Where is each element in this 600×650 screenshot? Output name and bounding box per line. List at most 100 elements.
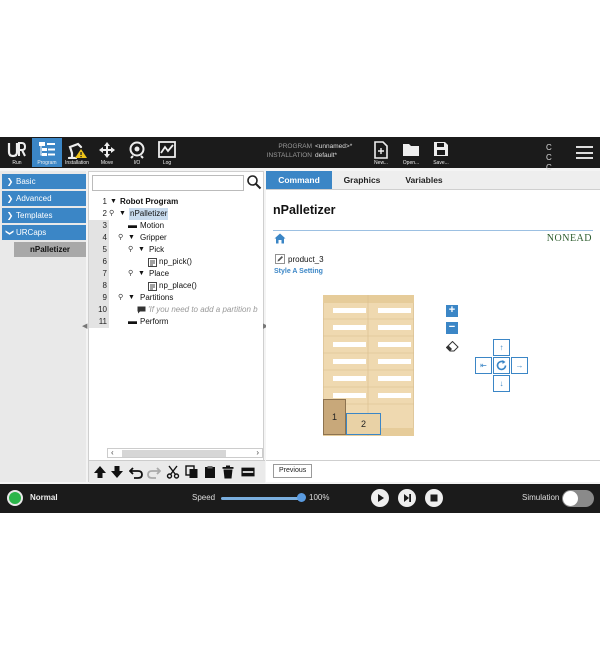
line-number: 9: [102, 293, 107, 302]
line-number: 2: [102, 209, 107, 218]
style-setting-link[interactable]: Style A Setting: [274, 268, 323, 275]
scroll-left-icon[interactable]: ‹: [111, 448, 114, 457]
line-icon: ▬: [128, 316, 137, 326]
sidebar-item-urcaps[interactable]: ❯ URCaps: [2, 225, 86, 240]
move-down-icon[interactable]: [110, 465, 124, 479]
sidebar-item-label: URCaps: [16, 228, 47, 237]
tree-row[interactable]: 4 ⚲ ▼ Gripper: [89, 232, 265, 244]
open-program-button[interactable]: Open...: [396, 138, 426, 167]
hamburger-menu-icon[interactable]: [576, 146, 593, 159]
program-icon: [39, 142, 55, 156]
expand-triangle-icon[interactable]: ▼: [138, 246, 145, 253]
tree-horizontal-scrollbar[interactable]: ‹ ›: [107, 448, 263, 458]
bottom-divider: [266, 460, 600, 461]
play-button[interactable]: [371, 489, 389, 507]
log-button[interactable]: Log: [152, 138, 182, 167]
home-icon[interactable]: [274, 233, 286, 244]
product-selector[interactable]: product_3: [275, 254, 324, 264]
io-button[interactable]: I/O: [122, 138, 152, 167]
add-box-button[interactable]: +: [446, 305, 458, 317]
tree-row[interactable]: 11 ▬ Perform: [89, 316, 265, 328]
tree-row[interactable]: 6 np_pick(): [89, 256, 265, 268]
sidebar-item-basic[interactable]: ❯ Basic: [2, 174, 86, 189]
run-button[interactable]: Run: [2, 138, 32, 167]
robot-arm-warning-icon: [67, 142, 87, 159]
page-title: nPalletizer: [273, 203, 336, 217]
expand-triangle-icon[interactable]: ▼: [128, 234, 135, 241]
redo-icon[interactable]: [147, 465, 161, 479]
pallet-view[interactable]: 1 2: [322, 294, 415, 437]
script-icon: [148, 258, 157, 267]
paste-icon[interactable]: [203, 465, 217, 479]
move-up-icon[interactable]: [93, 465, 107, 479]
scroll-right-icon[interactable]: ›: [256, 448, 259, 457]
pin-icon: ⚲: [109, 210, 115, 217]
box-2[interactable]: 2: [346, 413, 381, 435]
remove-box-button[interactable]: −: [446, 322, 458, 334]
chevron-right-icon: ❯: [6, 211, 14, 220]
expand-triangle-icon[interactable]: ▼: [119, 210, 126, 217]
sidebar-item-advanced[interactable]: ❯ Advanced: [2, 191, 86, 206]
status-indicator[interactable]: [7, 490, 23, 506]
tree-row[interactable]: 2 ⚲ ▼ nPalletizer: [89, 208, 265, 220]
expand-triangle-icon[interactable]: ▼: [138, 270, 145, 277]
save-disk-icon: [434, 142, 448, 156]
suppress-icon[interactable]: [241, 465, 255, 479]
rotate-button[interactable]: [493, 357, 510, 374]
sidebar-item-npalletizer[interactable]: nPalletizer: [14, 242, 86, 257]
tree-row[interactable]: 10 'If you need to add a partition b: [89, 304, 265, 316]
tree-row[interactable]: 3 ▬ Motion: [89, 220, 265, 232]
delete-trash-icon[interactable]: [221, 465, 235, 479]
search-icon[interactable]: [246, 174, 262, 190]
move-up-button[interactable]: ↑: [493, 339, 510, 356]
tree-row[interactable]: 7 ⚲ ▼ Place: [89, 268, 265, 280]
expand-triangle-icon[interactable]: ▼: [128, 294, 135, 301]
chevron-right-icon: ❯: [6, 194, 14, 203]
stop-button[interactable]: [425, 489, 443, 507]
move-down-button[interactable]: ↓: [493, 375, 510, 392]
script-icon: [148, 282, 157, 291]
box-1[interactable]: 1: [323, 399, 346, 435]
tab-variables[interactable]: Variables: [405, 175, 443, 185]
collapse-right-icon[interactable]: ▶: [263, 322, 268, 330]
tree-row[interactable]: 5 ⚲ ▼ Pick: [89, 244, 265, 256]
move-right-button[interactable]: →: [511, 357, 528, 374]
undo-icon[interactable]: [129, 465, 143, 479]
program-button[interactable]: Program: [32, 138, 62, 167]
speed-slider-handle[interactable]: [297, 493, 306, 502]
pencil-edit-icon[interactable]: [275, 254, 285, 264]
line-number: 3: [102, 221, 107, 230]
tree-toolbar: [89, 460, 265, 483]
previous-button[interactable]: Previous: [273, 464, 313, 478]
eraser-icon[interactable]: [446, 341, 459, 352]
installation-button[interactable]: Installation: [62, 138, 92, 167]
simulation-toggle[interactable]: [562, 490, 594, 507]
cut-icon[interactable]: [166, 465, 180, 479]
new-program-button[interactable]: New...: [366, 138, 396, 167]
move-left-button[interactable]: ⇤: [475, 357, 492, 374]
move-button[interactable]: Move: [92, 138, 122, 167]
robot-status-text: Normal: [30, 493, 58, 502]
save-program-button[interactable]: Save...: [426, 138, 456, 167]
speed-value: 100%: [309, 493, 330, 502]
tab-graphics[interactable]: Graphics: [343, 175, 381, 185]
tree-row[interactable]: 8 np_place(): [89, 280, 265, 292]
tree-row[interactable]: 9 ⚲ ▼ Partitions: [89, 292, 265, 304]
speed-slider[interactable]: [221, 497, 301, 500]
node-editor-panel: Command Graphics Variables nPalletizer N…: [266, 171, 600, 482]
sidebar-item-templates[interactable]: ❯ Templates: [2, 208, 86, 223]
copy-icon[interactable]: [185, 465, 199, 479]
tree-node-label: Robot Program: [120, 197, 179, 206]
tree-row[interactable]: 1 ▼ Robot Program: [89, 196, 265, 208]
scroll-thumb[interactable]: [122, 450, 226, 457]
line-number: 1: [102, 197, 107, 206]
collapse-left-icon[interactable]: ◀: [82, 323, 88, 330]
tree-search-input[interactable]: [92, 175, 244, 191]
expand-triangle-icon[interactable]: ▼: [110, 198, 117, 205]
tab-command[interactable]: Command: [266, 171, 332, 189]
tree-node-label: Place: [149, 269, 170, 278]
log-chart-icon: [158, 141, 176, 158]
line-number: 10: [98, 305, 107, 314]
step-button[interactable]: [398, 489, 416, 507]
